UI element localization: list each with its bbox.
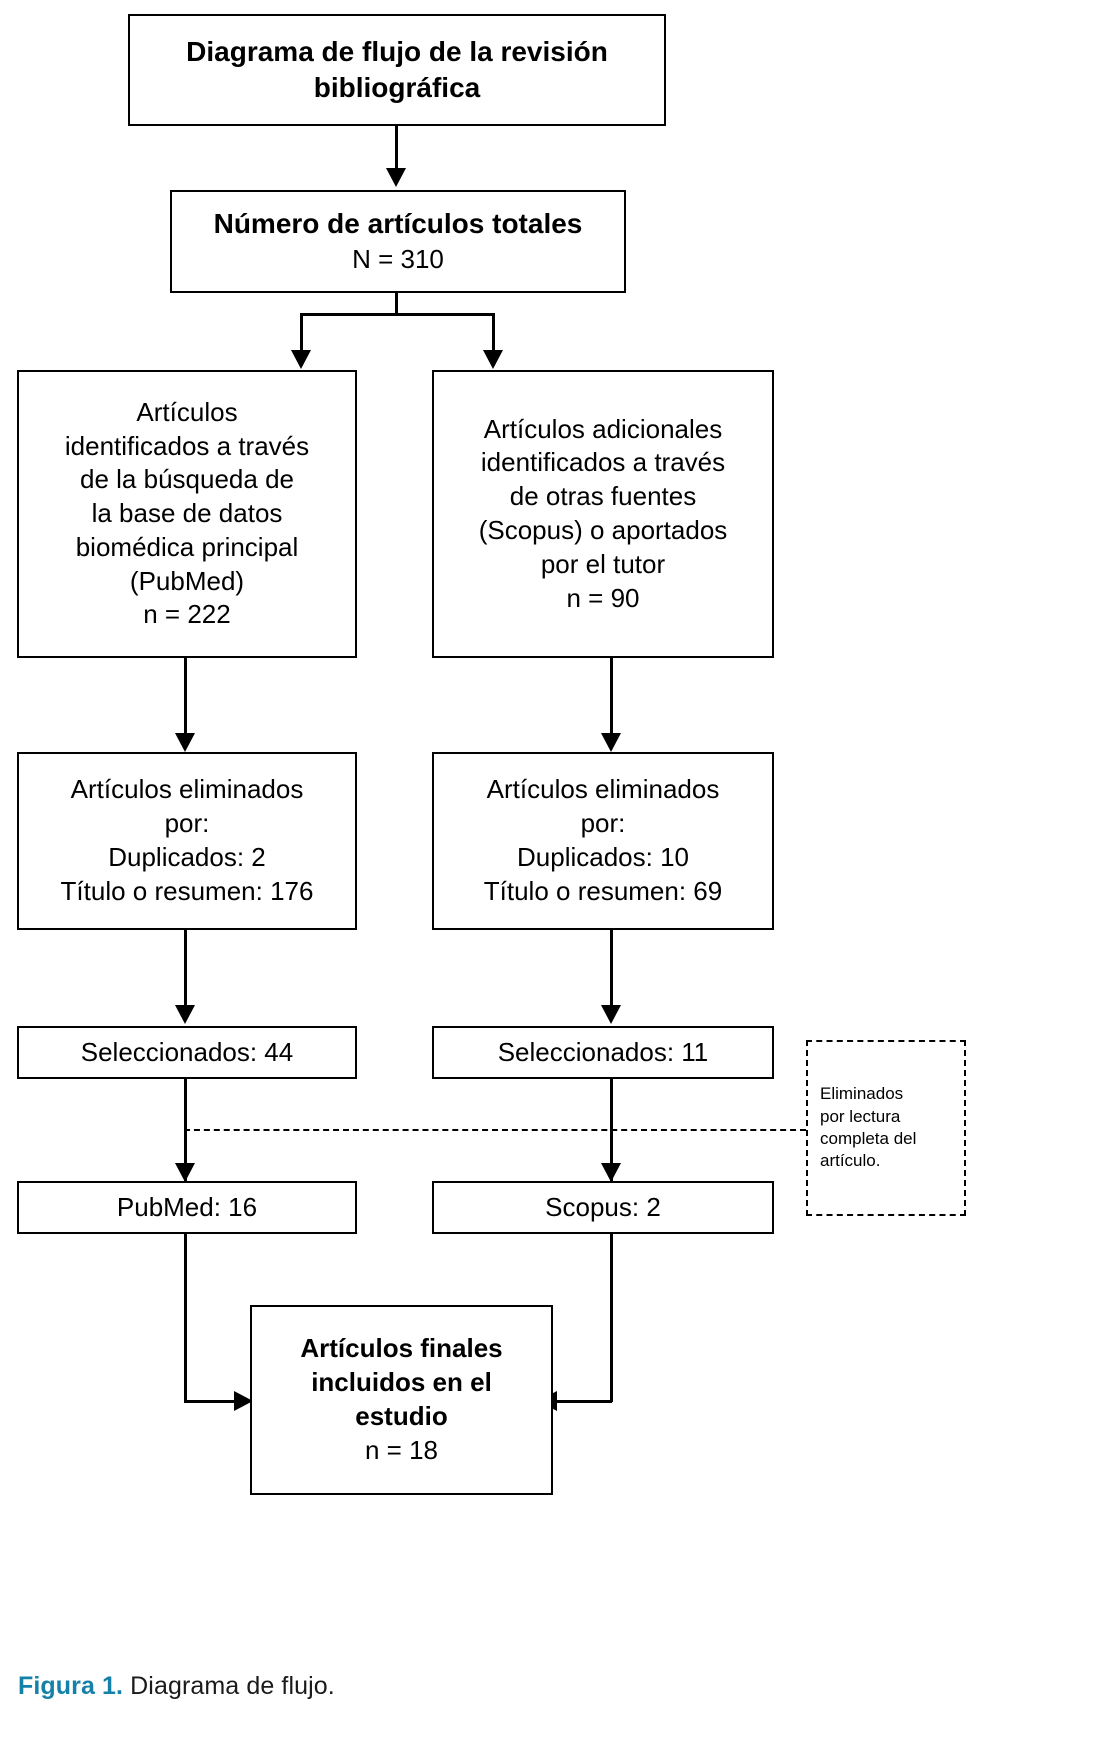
node-pubmed-search-line-6: (PubMed)	[129, 565, 245, 596]
node-selected-pubmed-label: Seleccionados: 44	[80, 1036, 294, 1067]
node-pubmed-search: Artículos identificados a través de la b…	[17, 370, 357, 658]
node-removed-pubmed-line-1: Artículos eliminados	[70, 774, 304, 805]
connector-scopus-final-across	[557, 1400, 612, 1403]
node-pubmed-final: PubMed: 16	[17, 1181, 357, 1234]
node-other-sources-line-4: (Scopus) o aportados	[478, 515, 728, 545]
node-selected-other: Seleccionados: 11	[432, 1026, 774, 1079]
node-other-sources: Artículos adicionales identificados a tr…	[432, 370, 774, 658]
node-other-sources-line-5: por el tutor	[540, 548, 666, 579]
node-removed-other-duplicates: Duplicados: 10	[517, 842, 689, 872]
connector-total-to-right	[492, 313, 495, 356]
node-pubmed-search-line-1: Artículos	[136, 396, 238, 427]
node-final-included-line-2: incluidos en el	[311, 1367, 492, 1398]
node-title-line-2: bibliográfica	[313, 72, 481, 103]
figure-caption-text: Diagrama de flujo.	[130, 1672, 335, 1700]
node-full-text-excluded-line-2: por lectura	[820, 1106, 901, 1126]
node-pubmed-search-count: n = 222	[143, 599, 231, 630]
node-pubmed-search-line-3: de la búsqueda de	[80, 464, 294, 495]
connector-pubmed-final-across	[184, 1400, 238, 1403]
arrowhead-other-to-removed	[601, 733, 621, 752]
connector-total-stem	[395, 293, 398, 315]
arrowhead-removed-to-selected-right	[601, 1005, 621, 1024]
node-total-articles: Número de artículos totales N = 310	[170, 190, 626, 293]
connector-removed-to-selected-right	[610, 930, 613, 1017]
connector-scopus-final-down	[610, 1234, 613, 1402]
node-pubmed-search-line-4: la base de datos	[91, 498, 283, 529]
node-full-text-excluded-line-4: artículo.	[820, 1151, 881, 1171]
arrowhead-pubmed-final-to-included	[234, 1391, 253, 1411]
node-full-text-excluded-line-3: completa del	[820, 1129, 917, 1148]
node-removed-pubmed-title-abstract: Título o resumen: 176	[60, 875, 314, 906]
arrowhead-selected-to-final-left	[175, 1163, 195, 1182]
node-scopus-final-label: Scopus: 2	[545, 1191, 661, 1222]
node-pubmed-search-line-2: identificados a través	[64, 430, 310, 461]
node-full-text-excluded: Eliminados por lectura completa del artí…	[806, 1040, 966, 1216]
node-title-line-1: Diagrama de flujo de la revisión	[186, 35, 608, 67]
arrowhead-selected-to-final-right	[601, 1163, 621, 1182]
node-selected-pubmed: Seleccionados: 44	[17, 1026, 357, 1079]
node-pubmed-search-line-5: biomédica principal	[75, 531, 299, 562]
connector-pubmed-to-removed	[184, 658, 187, 740]
node-final-included-line-3: estudio	[355, 1401, 448, 1431]
node-removed-other-title-abstract: Título o resumen: 69	[483, 875, 723, 906]
node-scopus-final: Scopus: 2	[432, 1181, 774, 1234]
node-other-sources-line-2: identificados a través	[480, 447, 726, 478]
node-title: Diagrama de flujo de la revisión bibliog…	[128, 14, 666, 126]
arrowhead-removed-to-selected-left	[175, 1005, 195, 1024]
node-other-sources-count: n = 90	[566, 582, 640, 613]
connector-selected-to-final-right	[610, 1079, 613, 1183]
node-full-text-excluded-line-1: Eliminados	[820, 1084, 904, 1104]
figure-caption: Figura 1. Diagrama de flujo.	[18, 1672, 335, 1701]
node-final-included: Artículos finales incluidos en el estudi…	[250, 1305, 553, 1495]
node-removed-other: Artículos eliminados por: Duplicados: 10…	[432, 752, 774, 930]
node-other-sources-line-1: Artículos adicionales	[483, 413, 723, 444]
connector-selected-to-final-left	[184, 1079, 187, 1183]
node-total-articles-count: N = 310	[352, 243, 444, 274]
connector-title-to-total	[395, 126, 398, 174]
node-final-included-count: n = 18	[364, 1434, 438, 1465]
node-removed-other-line-1: Artículos eliminados	[486, 774, 720, 805]
node-final-included-line-1: Artículos finales	[300, 1333, 503, 1364]
arrowhead-title-to-total	[386, 168, 406, 187]
arrowhead-pubmed-to-removed	[175, 733, 195, 752]
node-removed-pubmed-line-2: por:	[164, 808, 210, 839]
arrowhead-total-to-left	[291, 350, 311, 369]
connector-total-split	[300, 313, 494, 316]
node-removed-pubmed: Artículos eliminados por: Duplicados: 2 …	[17, 752, 357, 930]
connector-excluded-dashed-line	[184, 1129, 806, 1131]
connector-pubmed-final-down	[184, 1234, 187, 1402]
figure-caption-label: Figura 1.	[18, 1672, 124, 1700]
arrowhead-total-to-right	[483, 350, 503, 369]
node-total-articles-label: Número de artículos totales	[213, 208, 583, 240]
node-removed-other-line-2: por:	[580, 808, 626, 839]
connector-other-to-removed	[610, 658, 613, 740]
node-pubmed-final-label: PubMed: 16	[116, 1191, 258, 1222]
connector-total-to-left	[300, 313, 303, 356]
node-removed-pubmed-duplicates: Duplicados: 2	[108, 842, 266, 872]
node-other-sources-line-3: de otras fuentes	[509, 481, 697, 512]
connector-removed-to-selected-left	[184, 930, 187, 1017]
node-selected-other-label: Seleccionados: 11	[497, 1036, 709, 1067]
